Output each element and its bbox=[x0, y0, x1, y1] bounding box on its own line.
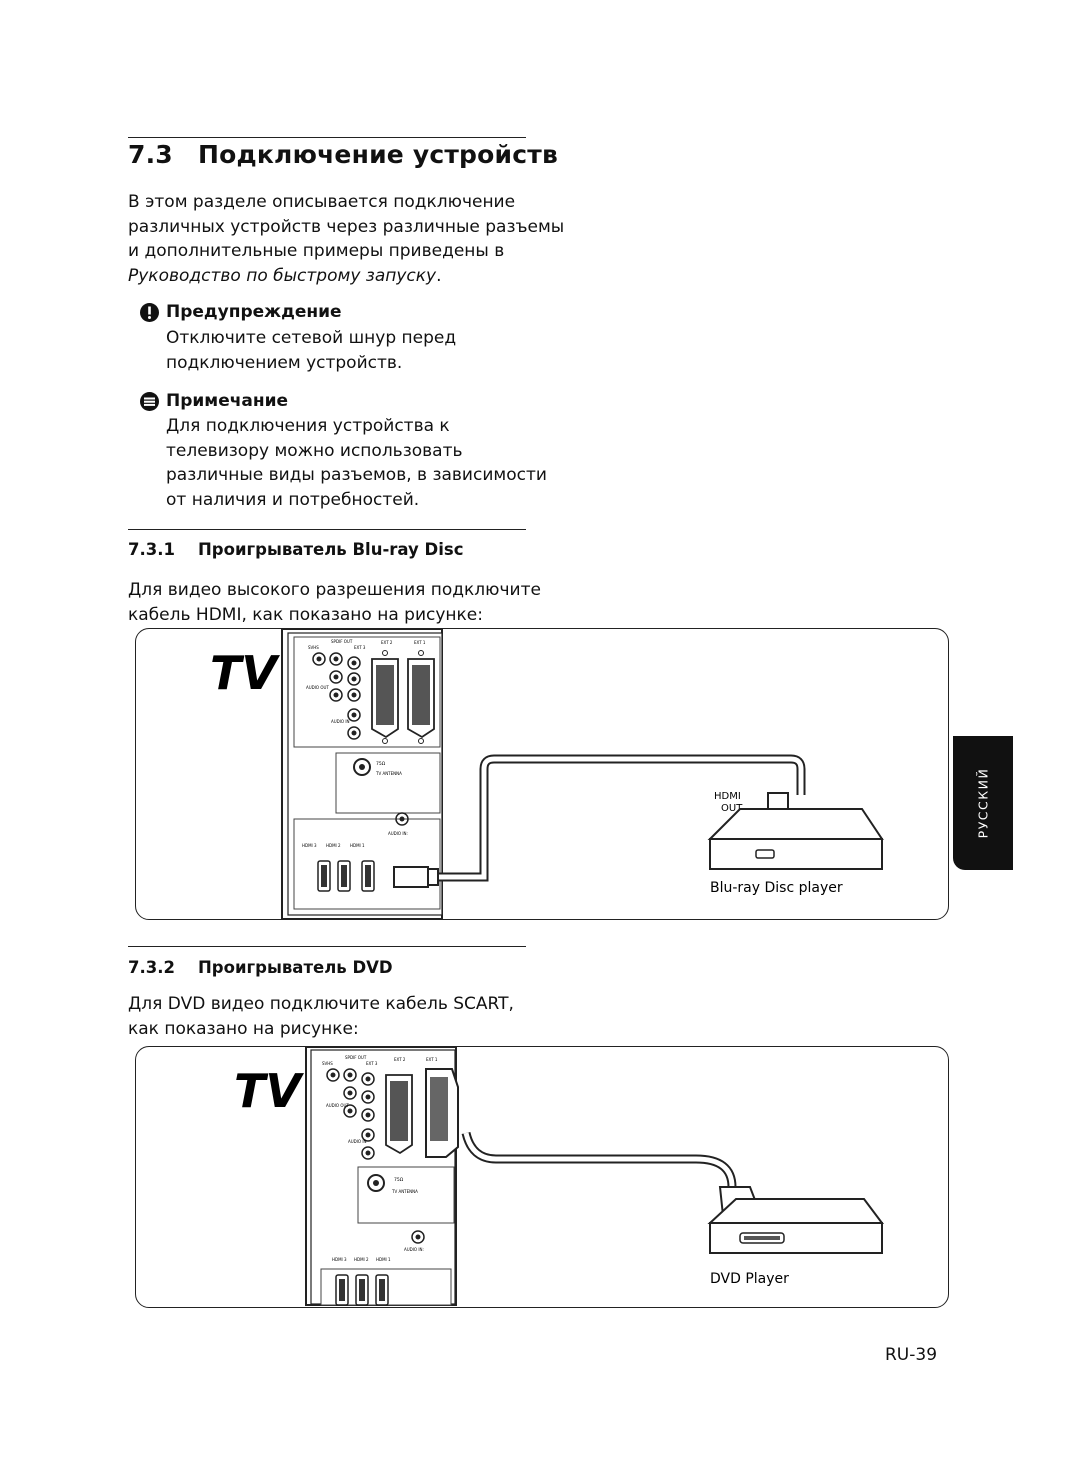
intro-line: различных устройств через различные разъ… bbox=[128, 216, 565, 237]
sub2-line: Для DVD видео подключите кабель SCART, bbox=[128, 994, 514, 1014]
svg-text:HDMI 3: HDMI 3 bbox=[332, 1257, 347, 1262]
sub2-heading: 7.3.2 Проигрыватель DVD bbox=[128, 958, 393, 977]
hdmi-connection-diagram: TV SVHS SPDIF OUT EXT 3 EXT 2 EXT 1 AUDI… bbox=[135, 628, 949, 920]
svg-text:SPDIF OUT: SPDIF OUT bbox=[345, 1055, 367, 1060]
note-text: Для подключения устройства к телевизору … bbox=[166, 414, 547, 512]
quick-start-guide-ref: Руководство по быстрому запуску bbox=[128, 265, 437, 286]
sub1-heading: 7.3.1 Проигрыватель Blu-ray Disc bbox=[128, 540, 464, 559]
svg-text:SVHS: SVHS bbox=[322, 1061, 333, 1066]
section-number: 7.3 bbox=[128, 140, 173, 169]
sub1-line: Для видео высокого разрешения подключите bbox=[128, 580, 541, 600]
section-rule bbox=[128, 137, 526, 138]
note-line: телевизору можно использовать bbox=[166, 440, 463, 461]
intro-line: и дополнительные примеры приведены в bbox=[128, 241, 505, 261]
note-title: Примечание bbox=[166, 391, 289, 411]
sub2-number: 7.3.2 bbox=[128, 958, 175, 977]
svg-text:HDMI 3: HDMI 3 bbox=[302, 843, 317, 848]
svg-text:AUDIO IN: AUDIO IN bbox=[331, 719, 350, 724]
warning-line: Отключите сетевой шнур перед bbox=[166, 328, 457, 348]
warning-icon bbox=[140, 303, 159, 322]
blu-ray-player-icon bbox=[707, 808, 884, 870]
note-line: Для подключения устройства к bbox=[166, 416, 450, 436]
dvd-player-icon bbox=[707, 1198, 884, 1254]
svg-text:75Ω: 75Ω bbox=[394, 1177, 404, 1183]
sub2-title: Проигрыватель DVD bbox=[198, 958, 393, 977]
sub1-rule bbox=[128, 529, 526, 530]
svg-text:AUDIO IN: AUDIO IN bbox=[348, 1139, 367, 1144]
hdmi-out-label: OUT bbox=[721, 803, 743, 814]
svg-text:HDMI 1: HDMI 1 bbox=[376, 1257, 391, 1262]
sub1-number: 7.3.1 bbox=[128, 540, 175, 559]
warning-text: Отключите сетевой шнур перед подключение… bbox=[166, 326, 456, 375]
page-number: RU-39 bbox=[885, 1345, 938, 1365]
dvd-player-label: DVD Player bbox=[710, 1271, 789, 1287]
note-line: различные виды разъемов, в зависимости bbox=[166, 465, 547, 485]
note-line: от наличия и потребностей. bbox=[166, 489, 420, 510]
sub2-paragraph: Для DVD видео подключите кабель SCART, к… bbox=[128, 992, 514, 1041]
scart-cable bbox=[425, 1068, 762, 1231]
section-heading: 7.3 Подключение устройств bbox=[128, 140, 558, 169]
svg-text:AUDIO IN:: AUDIO IN: bbox=[388, 831, 408, 836]
sub2-line: как показано на рисунке: bbox=[128, 1018, 359, 1039]
warning-line: подключением устройств. bbox=[166, 352, 403, 373]
intro-paragraph: В этом разделе описывается подключение р… bbox=[128, 190, 564, 288]
svg-text:EXT 1: EXT 1 bbox=[426, 1057, 438, 1062]
language-tab: РУССКИЙ bbox=[953, 736, 1013, 870]
tv-rear-panel: SVHS SPDIF OUT EXT 3 EXT 2 EXT 1 AUDIO O… bbox=[281, 629, 443, 919]
sub2-rule bbox=[128, 946, 526, 947]
note-icon bbox=[140, 392, 159, 411]
tv-label: TV bbox=[234, 1064, 304, 1118]
svg-text:HDMI 1: HDMI 1 bbox=[350, 843, 365, 848]
scart-connection-diagram: TV SVHS SPDIF OUT EXT 3 EXT 2 EXT 1 AUDI… bbox=[135, 1046, 949, 1308]
svg-text:SVHS: SVHS bbox=[308, 645, 319, 650]
svg-text:AUDIO OUT: AUDIO OUT bbox=[306, 685, 329, 690]
warning-title: Предупреждение bbox=[166, 302, 342, 322]
sub1-line: кабель HDMI, как показано на рисунке: bbox=[128, 604, 483, 625]
svg-text:EXT 3: EXT 3 bbox=[354, 645, 366, 650]
svg-text:EXT 2: EXT 2 bbox=[381, 640, 393, 645]
intro-line: В этом разделе описывается подключение bbox=[128, 192, 516, 212]
svg-text:75Ω: 75Ω bbox=[376, 761, 386, 767]
svg-text:AUDIO IN:: AUDIO IN: bbox=[404, 1247, 424, 1252]
svg-text:EXT 1: EXT 1 bbox=[414, 640, 426, 645]
svg-text:EXT 3: EXT 3 bbox=[366, 1061, 378, 1066]
svg-text:EXT 2: EXT 2 bbox=[394, 1057, 406, 1062]
svg-text:SPDIF OUT: SPDIF OUT bbox=[331, 639, 353, 644]
intro-period: . bbox=[436, 265, 442, 286]
svg-text:TV ANTENNA: TV ANTENNA bbox=[391, 1189, 418, 1194]
svg-text:HDMI 2: HDMI 2 bbox=[354, 1257, 369, 1262]
blu-ray-player-label: Blu-ray Disc player bbox=[710, 880, 843, 896]
sub1-title: Проигрыватель Blu-ray Disc bbox=[198, 540, 464, 559]
hdmi-out-label: HDMI bbox=[714, 791, 741, 802]
sub1-paragraph: Для видео высокого разрешения подключите… bbox=[128, 578, 541, 627]
svg-text:AUDIO OUT: AUDIO OUT bbox=[326, 1103, 349, 1108]
section-title: Подключение устройств bbox=[198, 140, 558, 169]
language-tab-label: РУССКИЙ bbox=[975, 767, 991, 839]
svg-text:HDMI 2: HDMI 2 bbox=[326, 843, 341, 848]
svg-text:TV ANTENNA: TV ANTENNA bbox=[375, 771, 402, 776]
tv-label: TV bbox=[210, 646, 280, 700]
